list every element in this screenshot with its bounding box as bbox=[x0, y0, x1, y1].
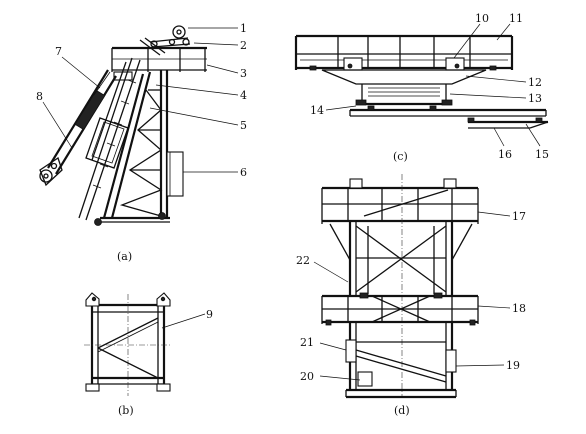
callout-6: 6 bbox=[240, 166, 247, 179]
callout-16: 16 bbox=[498, 148, 512, 161]
callout-8: 8 bbox=[36, 90, 43, 103]
callout-3: 3 bbox=[240, 67, 247, 80]
callout-18: 18 bbox=[512, 302, 526, 315]
view-c-leaders bbox=[325, 23, 541, 147]
callout-9: 9 bbox=[206, 308, 213, 321]
callout-10: 10 bbox=[475, 12, 489, 25]
caption-c: (c) bbox=[393, 150, 408, 163]
callout-17: 17 bbox=[512, 210, 526, 223]
callout-21: 21 bbox=[300, 336, 314, 349]
callout-4: 4 bbox=[240, 89, 247, 102]
caption-a: (a) bbox=[117, 250, 132, 263]
callout-7: 7 bbox=[55, 45, 62, 58]
view-a-side-elevation bbox=[39, 25, 207, 226]
callout-1: 1 bbox=[240, 22, 247, 35]
callout-13: 13 bbox=[528, 92, 542, 105]
callout-12: 12 bbox=[528, 76, 542, 89]
callout-14: 14 bbox=[310, 104, 324, 117]
callout-5: 5 bbox=[240, 119, 247, 132]
view-d-front-elevation bbox=[321, 174, 479, 399]
view-b-plan bbox=[84, 292, 206, 396]
view-a-leaders bbox=[42, 27, 239, 173]
callout-22: 22 bbox=[296, 254, 310, 267]
callout-20: 20 bbox=[300, 370, 314, 383]
callout-11: 11 bbox=[509, 12, 523, 25]
caption-b: (b) bbox=[118, 404, 134, 417]
caption-d: (d) bbox=[394, 404, 410, 417]
view-captions: (a) (b) (c) (d) bbox=[117, 150, 410, 417]
callout-2: 2 bbox=[240, 39, 247, 52]
callout-labels: 1 2 3 4 5 6 7 8 9 10 11 12 13 14 15 16 1… bbox=[36, 12, 549, 383]
view-d-leaders bbox=[313, 211, 511, 381]
callout-15: 15 bbox=[535, 148, 549, 161]
callout-19: 19 bbox=[506, 359, 520, 372]
view-c-platform bbox=[294, 34, 549, 129]
